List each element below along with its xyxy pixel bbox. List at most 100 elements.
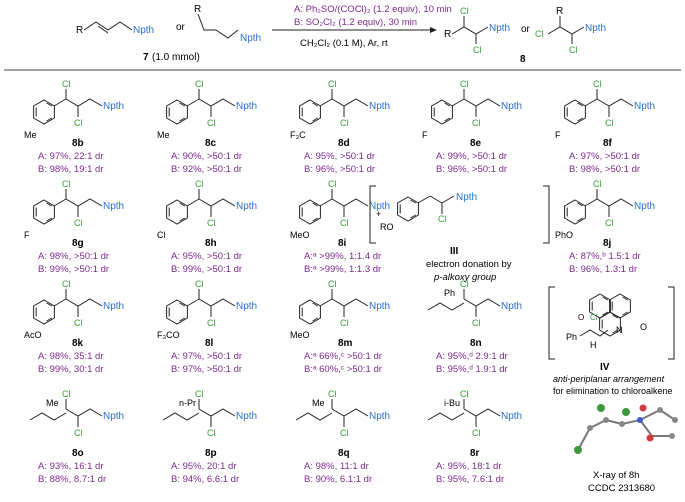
substituent: F [555, 130, 561, 140]
compound-label: 8g [72, 238, 84, 249]
result-a: A:ᵃ >99%, 1:1.4 dr [304, 251, 381, 262]
result-a: A: 98%, 35:1 dr [38, 351, 103, 362]
compound-label: 8h [205, 238, 217, 249]
npth: Npth [501, 301, 522, 312]
cl-lower: Cl [472, 118, 481, 128]
compound-label: 8e [470, 138, 482, 149]
substrate-z-r: R [194, 4, 201, 15]
substrate-npth: Npth [133, 25, 154, 36]
cl-lower: Cl [207, 428, 216, 438]
npth: Npth [236, 301, 257, 312]
intermediate-iv: O N O Cl Ph H IV anti-periplanar arrange… [548, 286, 675, 396]
cl-lower: Cl [605, 218, 614, 228]
npth: Npth [369, 411, 390, 422]
result-b: B: 96%, >50:1 dr [304, 164, 375, 175]
cl-upper: Cl [460, 79, 469, 89]
cl-lower: Cl [207, 218, 216, 228]
cl-upper: Cl [328, 389, 337, 399]
npth: Npth [103, 201, 124, 212]
compound-label: 8n [470, 338, 482, 349]
product-r: R [444, 29, 451, 40]
iii-label: III [450, 246, 459, 257]
aryl-ring [166, 299, 188, 325]
or-text-1: or [176, 22, 186, 33]
xray-line1: X-ray of 8h [593, 470, 639, 481]
iv-n: N [616, 325, 623, 335]
substrate-z-npth: Npth [240, 33, 261, 44]
cl-lower: Cl [74, 428, 83, 438]
result-b: B: 99%, 30:1 dr [38, 364, 103, 375]
npth: Npth [236, 101, 257, 112]
cl-upper: Cl [593, 79, 602, 89]
substituent: MeO [290, 230, 310, 240]
compound-label: 8i [338, 238, 347, 249]
aryl-ring [166, 99, 188, 125]
cl-upper: Cl [460, 389, 469, 399]
intermediate-iii: RO + Cl Npth III electron donation by p-… [369, 185, 550, 283]
result-b: B:ᵃ 60%,ᶜ >50:1 dr [304, 364, 382, 375]
result-b: B: 97%, >50:1 dr [171, 364, 242, 375]
aryl-ring [299, 99, 321, 125]
npth: Npth [103, 411, 124, 422]
iv-h: H [590, 340, 597, 350]
substituent: AcO [24, 330, 42, 340]
cl-upper: Cl [593, 179, 602, 189]
result-a: A: 97%, >50:1 dr [569, 151, 640, 162]
result-b: B: 96%, >50:1 dr [436, 164, 507, 175]
substituent: F [24, 230, 30, 240]
aryl-ring [564, 199, 586, 225]
substituent: F₃CO [157, 330, 180, 340]
xray-structure: X-ray of 8h CCDC 2313680 [574, 404, 678, 494]
result-b: B: 96%, 1.3:1 dr [569, 264, 637, 275]
iv-o: O [640, 322, 647, 332]
cl-lower: Cl [74, 118, 83, 128]
cl-lower: Cl [340, 428, 349, 438]
result-b: B: 94%, 6.6:1 dr [171, 474, 239, 485]
substituent: F [422, 130, 428, 140]
result-b: B: 98%, >50:1 dr [569, 164, 640, 175]
xray-line2: CCDC 2313680 [588, 483, 655, 494]
result-b: B: 88%, 8.7:1 dr [38, 474, 106, 485]
substituent: MeO [290, 330, 310, 340]
result-b: B: 90%, 6.1:1 dr [304, 474, 372, 485]
iii-ro: RO [380, 222, 394, 232]
condition-b: B: SO₂Cl₂ (1.2 equiv), 30 min [294, 17, 417, 28]
substituent: Cl [157, 230, 166, 240]
result-b: B:ᵃ >99%, 1:1.3 dr [304, 264, 381, 275]
substituent: n-Pr [179, 398, 196, 408]
compound-label: 8m [338, 338, 353, 349]
result-a: A: 87%,ᵇ 1.5:1 dr [569, 251, 641, 262]
substrate-e-structure: R Npth [76, 21, 154, 36]
aryl-ring [166, 199, 188, 225]
substituent: Me [312, 398, 325, 408]
cl-lower: Cl [472, 318, 481, 328]
iii-line2: p-alkoxy group [433, 272, 496, 283]
cl-upper: Cl [460, 279, 469, 289]
iv-line1: anti-periplanar arrangement [553, 374, 665, 384]
result-a: A: 97%, >50:1 dr [171, 351, 242, 362]
substituent: Me [46, 398, 59, 408]
cl-upper: Cl [195, 279, 204, 289]
cl-lower: Cl [340, 118, 349, 128]
npth: Npth [369, 301, 390, 312]
result-a: A: 97%, 22:1 dr [38, 151, 103, 162]
substituent: Me [157, 130, 170, 140]
result-a: A: 98%, 11:1 dr [304, 461, 369, 472]
cl-upper: Cl [328, 179, 337, 189]
iii-npth: Npth [456, 192, 477, 203]
result-a: A: 90%, >50:1 dr [171, 151, 242, 162]
result-b: B: 95%,ᵈ 1.9:1 dr [436, 364, 508, 375]
cl-lower: Cl [207, 118, 216, 128]
aryl-ring [33, 199, 55, 225]
cl-upper: Cl [62, 79, 71, 89]
iv-label: IV [600, 362, 610, 373]
iv-ph: Ph [566, 332, 577, 342]
cl-upper: Cl [195, 79, 204, 89]
